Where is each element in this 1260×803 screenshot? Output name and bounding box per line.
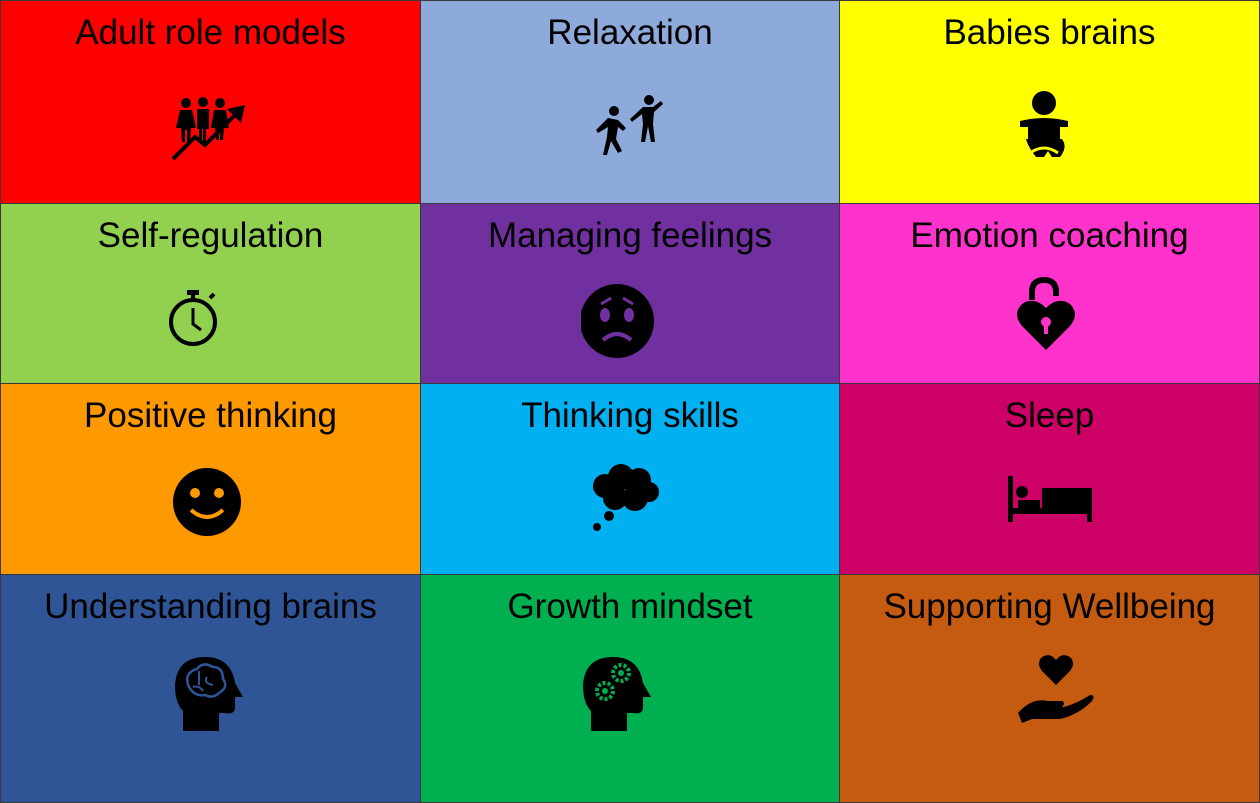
tile-managing-feelings[interactable]: Managing feelings: [420, 203, 840, 384]
heart-padlock-icon: [1000, 270, 1100, 370]
tile-title: Understanding brains: [44, 587, 377, 626]
tile-title: Emotion coaching: [910, 216, 1189, 255]
gears-head-icon: [581, 641, 681, 741]
smiley-face-icon: [161, 452, 261, 552]
people-growth-icon: [161, 81, 261, 181]
tile-title: Self-regulation: [97, 216, 324, 255]
thought-bubble-icon: [581, 452, 681, 552]
tile-self-regulation[interactable]: Self-regulation: [0, 203, 421, 384]
tile-title: Babies brains: [943, 13, 1156, 52]
tile-thinking-skills[interactable]: Thinking skills: [420, 383, 840, 575]
tile-adult-role-models[interactable]: Adult role models: [0, 0, 421, 204]
tile-supporting-wellbeing[interactable]: Supporting Wellbeing: [839, 574, 1260, 803]
tile-positive-thinking[interactable]: Positive thinking: [0, 383, 421, 575]
tile-title: Thinking skills: [521, 396, 739, 435]
tile-title: Sleep: [1004, 396, 1095, 435]
dancing-people-icon: [581, 81, 681, 181]
tile-title: Growth mindset: [507, 587, 753, 626]
tile-growth-mindset[interactable]: Growth mindset: [420, 574, 840, 803]
heart-hand-icon: [1000, 641, 1100, 741]
tile-emotion-coaching[interactable]: Emotion coaching: [839, 203, 1260, 384]
bed-icon: [1000, 452, 1100, 552]
tile-relaxation[interactable]: Relaxation: [420, 0, 840, 204]
tile-understanding-brains[interactable]: Understanding brains: [0, 574, 421, 803]
tile-title: Positive thinking: [84, 396, 337, 435]
worried-face-icon: [581, 270, 681, 370]
stopwatch-icon: [161, 270, 261, 370]
tile-title: Managing feelings: [487, 216, 773, 255]
baby-icon: [1000, 81, 1100, 181]
tile-title: Adult role models: [75, 13, 346, 52]
brain-head-icon: [161, 641, 261, 741]
tile-title: Supporting Wellbeing: [883, 587, 1216, 626]
tile-babies-brains[interactable]: Babies brains: [839, 0, 1260, 204]
tile-sleep[interactable]: Sleep: [839, 383, 1260, 575]
tile-title: Relaxation: [547, 13, 713, 52]
